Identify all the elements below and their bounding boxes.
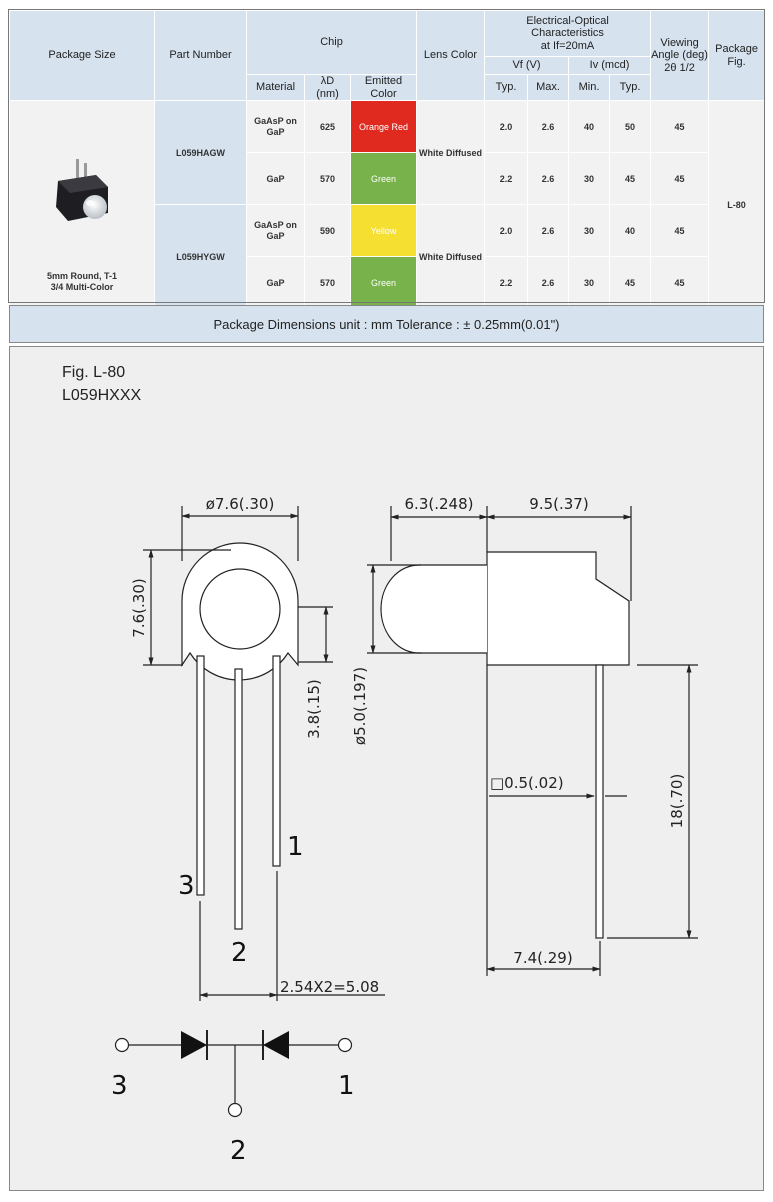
lead-2: [234, 668, 243, 930]
header-iv: Iv (mcd): [567, 56, 652, 75]
dim-lens-dia-label: ø5.0(.197): [351, 667, 369, 745]
led-package-image: [56, 159, 108, 222]
schematic-pin-2-label: 2: [230, 1136, 247, 1166]
iv-typ: 50: [608, 100, 652, 154]
package-dimensions-band: Package Dimensions unit : mm Tolerance :…: [9, 305, 764, 343]
dim-lead-length-label: 18(.70): [668, 774, 686, 829]
iv-typ: 40: [608, 204, 652, 258]
spec-table: Package Size Part Number Chip Lens Color…: [9, 9, 766, 310]
eo-line2: Characteristics: [531, 27, 604, 40]
schematic-terminal-3: [114, 1037, 130, 1053]
lambda-unit: (nm): [316, 87, 339, 100]
lens-color: White Diffused: [416, 100, 485, 206]
schematic-terminal-2: [227, 1102, 243, 1118]
side-view-lead: [595, 664, 604, 939]
table-row: L059HYGW GaAsP on GaP 590 Yellow White D…: [10, 204, 765, 310]
header-eo: Electrical-Optical Characteristics at If…: [483, 10, 652, 57]
viewing-angle: 45: [650, 204, 710, 258]
vf-typ: 2.0: [484, 100, 528, 154]
wavelength: 590: [304, 204, 351, 258]
front-view-lens: [199, 568, 281, 650]
lambda-symbol: λD: [320, 75, 335, 87]
part-number-1: L059HAGW: [154, 100, 247, 206]
iv-min: 30: [568, 152, 610, 206]
side-view-body: [486, 551, 630, 666]
fig-label: Fig. L-80: [62, 364, 126, 381]
header-iv-min: Min.: [568, 73, 610, 102]
diode-right-icon: [263, 1031, 289, 1059]
emitted-color-swatch: Orange Red: [350, 100, 417, 154]
material: GaP: [246, 256, 305, 310]
header-vf-max: Max.: [527, 73, 569, 102]
vf-max: 2.6: [527, 152, 569, 206]
table-frame: [8, 9, 765, 303]
dim-bottom-label: 7.4(.29): [513, 949, 572, 967]
dim-lead-sq-label: □0.5(.02): [490, 774, 564, 792]
table-row: 5mm Round, T-1 3/4 Multi-Color L059HAGW …: [9, 100, 766, 310]
pin-3-label: 3: [178, 871, 195, 901]
lead-3: [196, 655, 205, 896]
wavelength: 570: [304, 256, 351, 310]
pin-2-label: 2: [231, 938, 248, 968]
iv-typ: 45: [608, 256, 652, 310]
iv-min: 40: [568, 100, 610, 154]
viewing-angle: 45: [650, 100, 710, 154]
lens-color: White Diffused: [416, 204, 485, 310]
drawing-panel: Fig. L-80 L059HXXX: [9, 346, 764, 1191]
material: GaAsP on GaP: [246, 204, 305, 258]
eo-line3: at If=20mA: [540, 39, 595, 52]
schematic-pin-1-label: 1: [338, 1071, 355, 1101]
header-package-fig: Package Fig.: [708, 9, 766, 102]
dim-width-label: ø7.6(.30): [206, 495, 275, 513]
lead-1: [272, 655, 281, 867]
table-row: GaP 570 Green 2.2 2.6 30 45 45: [10, 256, 765, 310]
part-series: L059HXXX: [62, 387, 142, 404]
dim-lens-length-label: 6.3(.248): [405, 495, 474, 513]
header-lambda: λD(nm): [304, 73, 351, 102]
eo-line1: Electrical-Optical: [526, 14, 609, 27]
side-view-lens: [380, 564, 487, 654]
table-row: GaP 570 Green 2.2 2.6 30 45 45: [10, 152, 765, 206]
header-viewing-angle: Viewing Angle (deg) 2θ 1/2: [650, 9, 710, 102]
part-number-2: L059HYGW: [154, 204, 247, 310]
vf-typ: 2.0: [484, 204, 528, 258]
header-vf-typ: Typ.: [484, 73, 528, 102]
pin-1-label: 1: [287, 832, 304, 862]
wavelength: 570: [304, 152, 351, 206]
viewing-angle: 45: [650, 256, 710, 310]
header-iv-typ: Typ.: [608, 73, 652, 102]
vf-max: 2.6: [527, 256, 569, 310]
schematic-pin-3-label: 3: [111, 1071, 128, 1101]
dim-pitch-label: 2.54X2=5.08: [280, 978, 379, 996]
vf-typ: 2.2: [484, 152, 528, 206]
diode-left-icon: [181, 1031, 207, 1059]
dim-height-label: 7.6(.30): [130, 578, 148, 637]
header-vf: Vf (V): [484, 56, 569, 75]
emitted-color-swatch: Green: [350, 256, 417, 310]
vf-max: 2.6: [527, 100, 569, 154]
vf-max: 2.6: [527, 204, 569, 258]
material: GaAsP on GaP: [246, 100, 305, 154]
package-name-line2: 3/4 Multi-Color: [50, 282, 114, 293]
dim-body-length-label: 9.5(.37): [529, 495, 588, 513]
wavelength: 625: [304, 100, 351, 154]
package-image-cell: 5mm Round, T-1 3/4 Multi-Color: [9, 100, 155, 310]
vf-typ: 2.2: [484, 256, 528, 310]
package-name-line1: 5mm Round, T-1: [46, 271, 117, 282]
header-emitted-color: Emitted Color: [350, 73, 417, 102]
package-fig: L-80: [708, 100, 766, 310]
dimension-drawing: ø7.6(.30) 7.6(.30) 3.8(.15) 6.3(.248) 9.…: [111, 495, 698, 1166]
emitted-color-swatch: Green: [350, 152, 417, 206]
dim-pin-offset-label: 3.8(.15): [305, 679, 323, 738]
emitted-color-swatch: Yellow: [350, 204, 417, 258]
header-package-size: Package Size: [9, 9, 155, 102]
schematic-terminal-1: [337, 1037, 353, 1053]
viewing-angle: 45: [650, 152, 710, 206]
iv-typ: 45: [608, 152, 652, 206]
